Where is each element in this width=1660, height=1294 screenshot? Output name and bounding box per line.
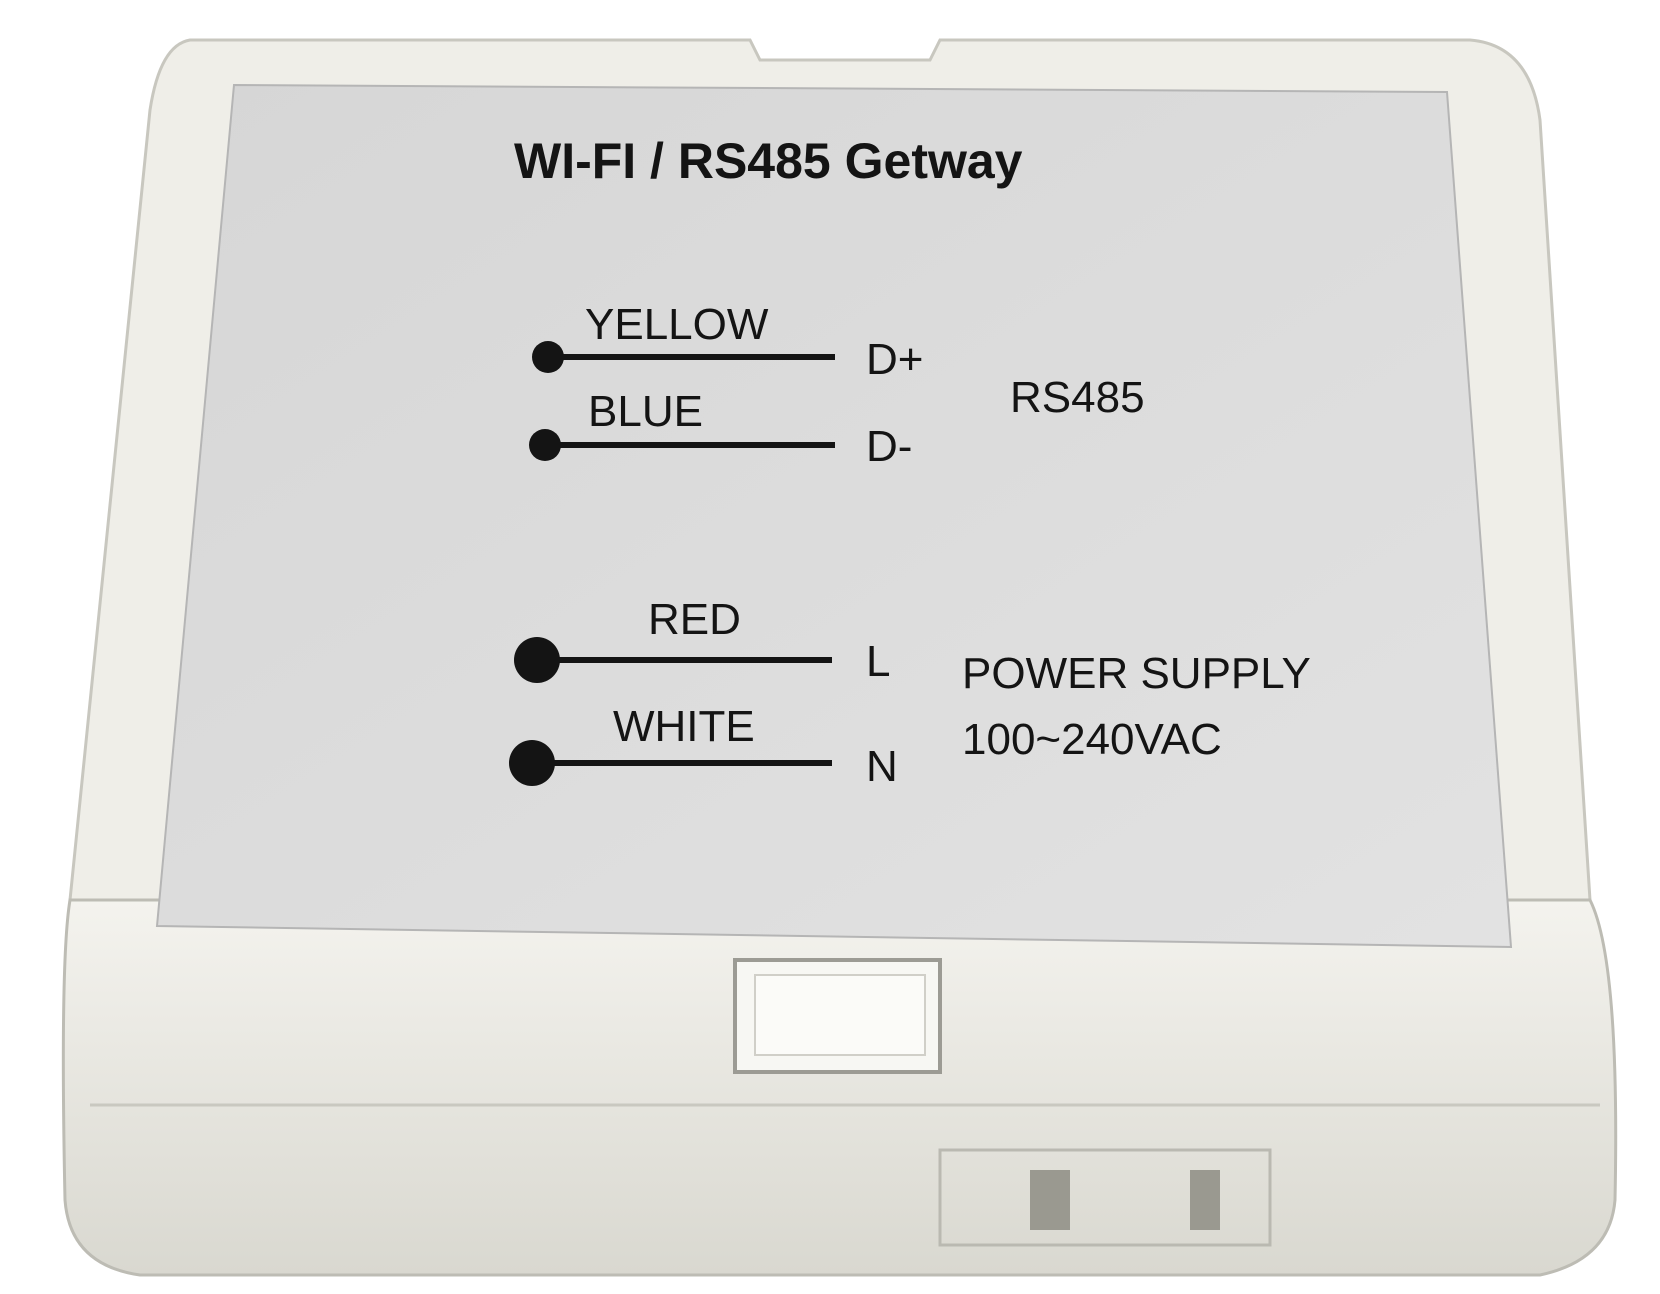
power-voltage-label: 100~240VAC [962, 715, 1222, 764]
label-panel [155, 83, 1513, 949]
device-title: WI-FI / RS485 Getway [514, 133, 1023, 189]
wire-color-yellow: YELLOW [585, 300, 769, 349]
terminal-d-minus: D- [866, 422, 913, 471]
terminal-l: L [866, 637, 891, 686]
terminal-d-plus: D+ [866, 335, 924, 384]
wire-diagram [509, 341, 835, 786]
power-supply-label: POWER SUPPLY [962, 649, 1311, 698]
terminal-slot [1030, 1170, 1070, 1230]
wire-color-red: RED [648, 595, 741, 644]
rs485-group-label: RS485 [1010, 373, 1145, 422]
wire-color-blue: BLUE [588, 387, 703, 436]
wire-color-white: WHITE [613, 702, 755, 751]
terminal-slot [1190, 1170, 1220, 1230]
housing-front [61, 898, 1618, 1277]
terminal-n: N [866, 742, 898, 791]
